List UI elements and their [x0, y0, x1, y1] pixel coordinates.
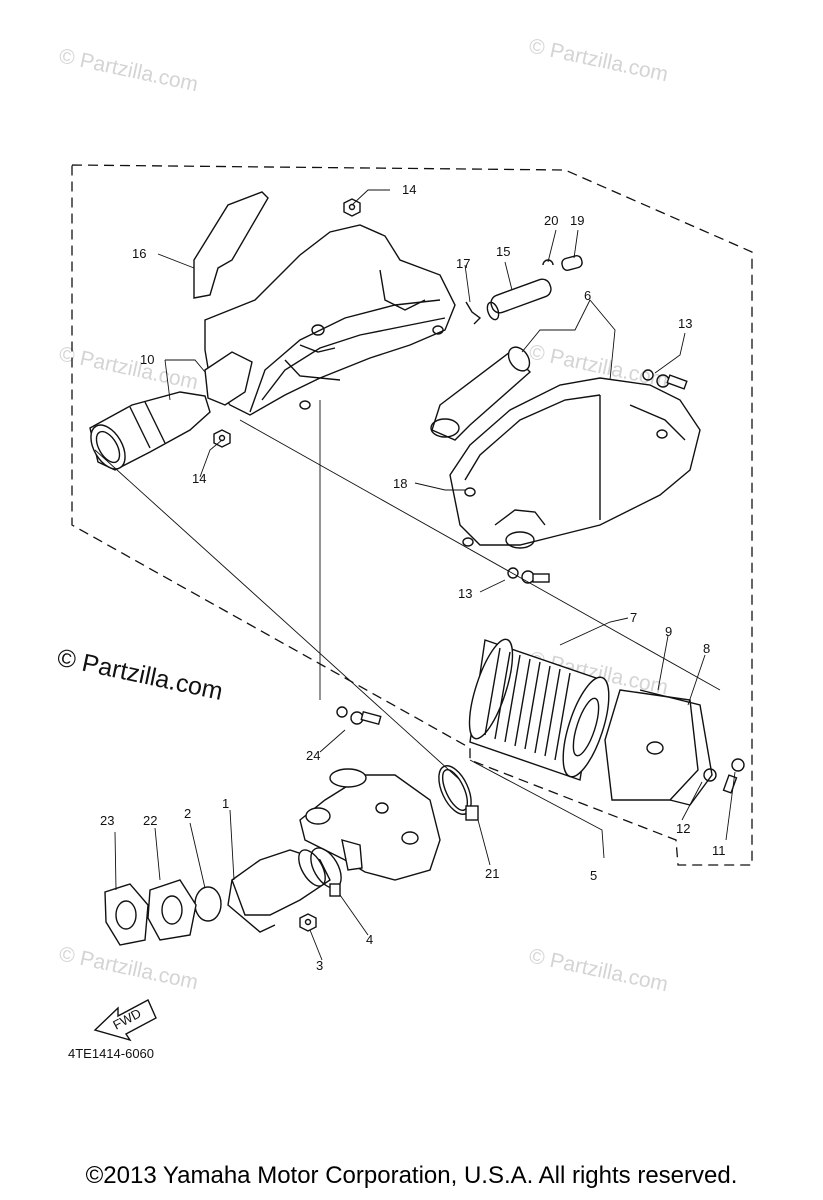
- callout-18: 18: [393, 476, 407, 491]
- leader-lines: [94, 189, 736, 961]
- callout-4: 4: [366, 932, 373, 947]
- gasket-23: [104, 883, 149, 946]
- callout-3: 3: [316, 958, 323, 973]
- callout-7: 7: [630, 610, 637, 625]
- callout-1: 1: [222, 796, 229, 811]
- watermark-top-right: © Partzilla.com: [527, 34, 670, 86]
- carburetor: [299, 768, 441, 881]
- callout-24: 24: [306, 748, 320, 763]
- bolt-lower: [507, 567, 550, 584]
- callout-19: 19: [570, 213, 584, 228]
- filter-element: [468, 638, 610, 781]
- callout-21: 21: [485, 866, 499, 881]
- callout-23: 23: [100, 813, 114, 828]
- callout-8: 8: [703, 641, 710, 656]
- callout-17: 17: [456, 256, 470, 271]
- assembly-boundary: [71, 164, 753, 866]
- callout-20: 20: [544, 213, 558, 228]
- nut-3: [299, 913, 317, 932]
- nut-top: [343, 198, 361, 217]
- callout-22: 22: [143, 813, 157, 828]
- watermark-bottom-left: © Partzilla.com: [57, 942, 200, 994]
- bolt-24: [336, 706, 382, 726]
- gasket-plate: [193, 191, 269, 299]
- callout-15: 15: [496, 244, 510, 259]
- callout-9: 9: [665, 624, 672, 639]
- clamp-21: [438, 765, 479, 821]
- watermark-mid-left: © Partzilla.com: [57, 342, 200, 394]
- drain-hose: [430, 346, 532, 441]
- callout-13-top: 13: [678, 316, 692, 331]
- callout-14-lower: 14: [192, 471, 206, 486]
- callout-12: 12: [676, 821, 690, 836]
- callout-14-top: 14: [402, 182, 416, 197]
- callout-11: 11: [712, 843, 726, 858]
- callout-5: 5: [590, 868, 597, 883]
- watermark-bottom-right: © Partzilla.com: [527, 944, 670, 996]
- fwd-arrow: FWD: [93, 999, 157, 1042]
- callout-6: 6: [584, 288, 591, 303]
- watermark-top-left: © Partzilla.com: [57, 44, 200, 96]
- insulator-22: [147, 879, 197, 941]
- air-case-lower: [449, 377, 701, 549]
- o-ring-2: [194, 886, 222, 922]
- watermark-large: © Partzilla.com: [55, 643, 226, 705]
- screw-11: [722, 758, 745, 794]
- air-case-upper: [204, 224, 456, 416]
- callouts: 14 16 10 14 17 15 20 19 6 13 18 13 7 9 8…: [100, 182, 726, 973]
- diagram-code: 4TE1414-6060: [68, 1046, 154, 1061]
- intake-duct: [89, 351, 253, 471]
- copyright-notice: ©2013 Yamaha Motor Corporation, U.S.A. A…: [85, 1162, 738, 1189]
- washer-12: [703, 768, 717, 782]
- bolt-upper-right: [642, 369, 688, 390]
- callout-13-lower: 13: [458, 586, 472, 601]
- clamp-4: [310, 847, 342, 897]
- clip-and-hose: [465, 255, 583, 325]
- filter-cap: [604, 689, 713, 806]
- callout-2: 2: [184, 806, 191, 821]
- callout-10: 10: [140, 352, 154, 367]
- callout-16: 16: [132, 246, 146, 261]
